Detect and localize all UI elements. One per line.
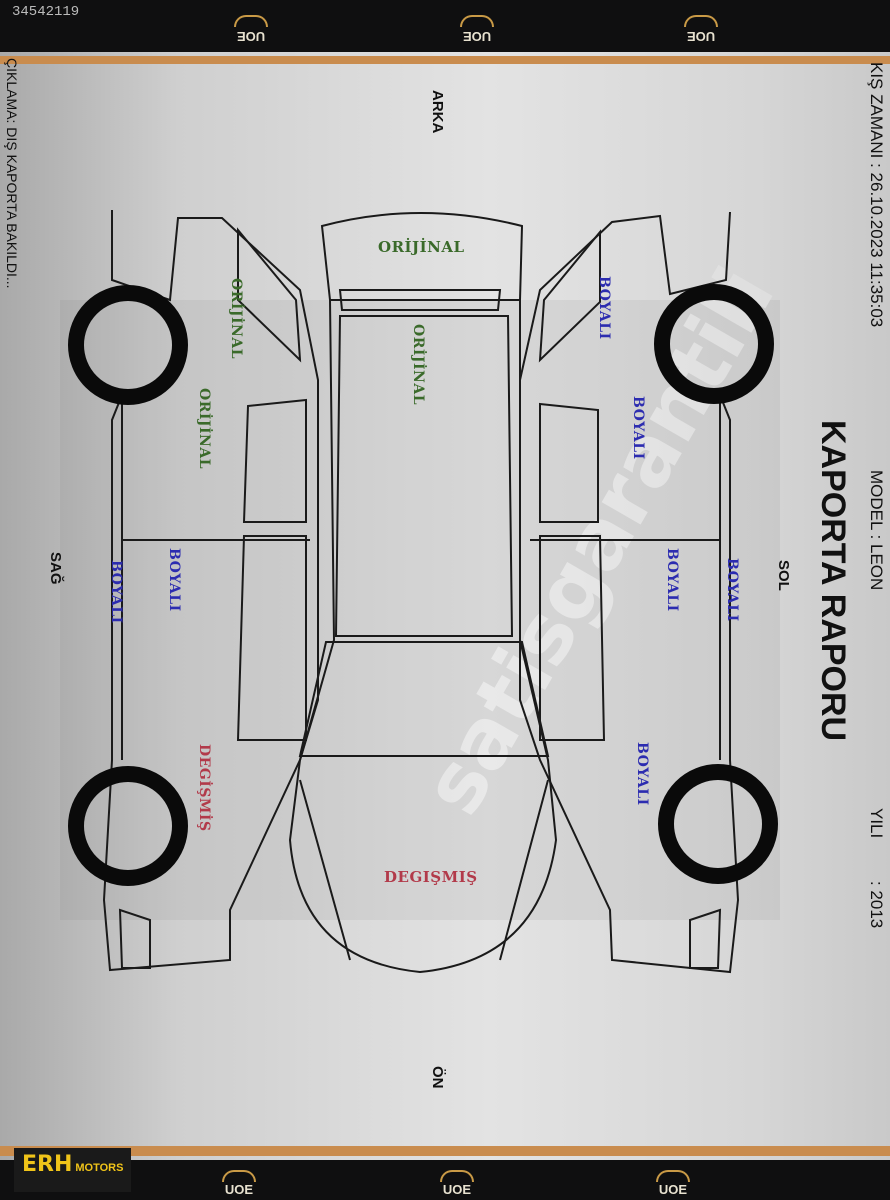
uoe-logo-bottom-2: UOE (440, 1168, 474, 1197)
right-front-door-status: BOYALI (166, 548, 182, 612)
uoe-logo-bottom-3: UOE (656, 1168, 690, 1197)
right-rear-door-status: ORİJİNAL (196, 388, 212, 470)
left-sill-status: BOYALI (724, 558, 740, 622)
bottom-dark-band (0, 1160, 890, 1200)
left-side-windows (539, 402, 606, 741)
erh-motors-logo: ERH MOTORS (14, 1148, 132, 1192)
center-body-outline (288, 299, 558, 974)
right-sill-status: BOYALI (108, 560, 124, 624)
right-rear-wheel (68, 285, 188, 405)
right-front-fender-status: DEGİŞMİŞ (196, 744, 212, 832)
right-side-outline (102, 210, 319, 972)
brand-motors: MOTORS (75, 1162, 124, 1174)
left-front-fender-status: BOYALI (634, 742, 650, 806)
top-dark-band (0, 0, 890, 58)
left-rear-door-status: BOYALI (630, 396, 646, 460)
brand-erh: ERH (22, 1152, 73, 1177)
uoe-logo-bottom-1: UOE (222, 1168, 256, 1197)
right-front-lamp (118, 908, 151, 969)
hood-status: DEGIŞMIŞ (384, 868, 478, 886)
center-rear-window (338, 289, 502, 311)
left-front-wheel (658, 764, 778, 884)
center-hood-line-left (299, 779, 351, 961)
center-hood-line-right (499, 779, 549, 961)
center-rear-outline (320, 212, 524, 301)
center-windshield (298, 641, 550, 757)
left-front-lamp (689, 908, 722, 969)
right-rear-fender-status: ORİJİNAL (228, 278, 244, 360)
left-side-rear-glass (538, 229, 601, 363)
bottom-orange-stripe (0, 1146, 890, 1156)
top-orange-stripe (0, 56, 890, 64)
doc-id-fragment: 34542119 (12, 4, 80, 20)
center-roof (334, 315, 514, 637)
trunk-status: ORİJİNAL (410, 324, 426, 406)
right-front-wheel (68, 766, 188, 886)
right-side-windows (236, 398, 307, 741)
report-paper (0, 52, 890, 1160)
left-rear-fender-status: BOYALI (596, 276, 612, 340)
left-front-door-status: BOYALI (664, 548, 680, 612)
rear-bumper-status: ORİJİNAL (378, 238, 465, 256)
left-rear-wheel (654, 284, 774, 404)
right-side-rear-glass (237, 227, 302, 363)
left-side-outline (519, 211, 740, 974)
